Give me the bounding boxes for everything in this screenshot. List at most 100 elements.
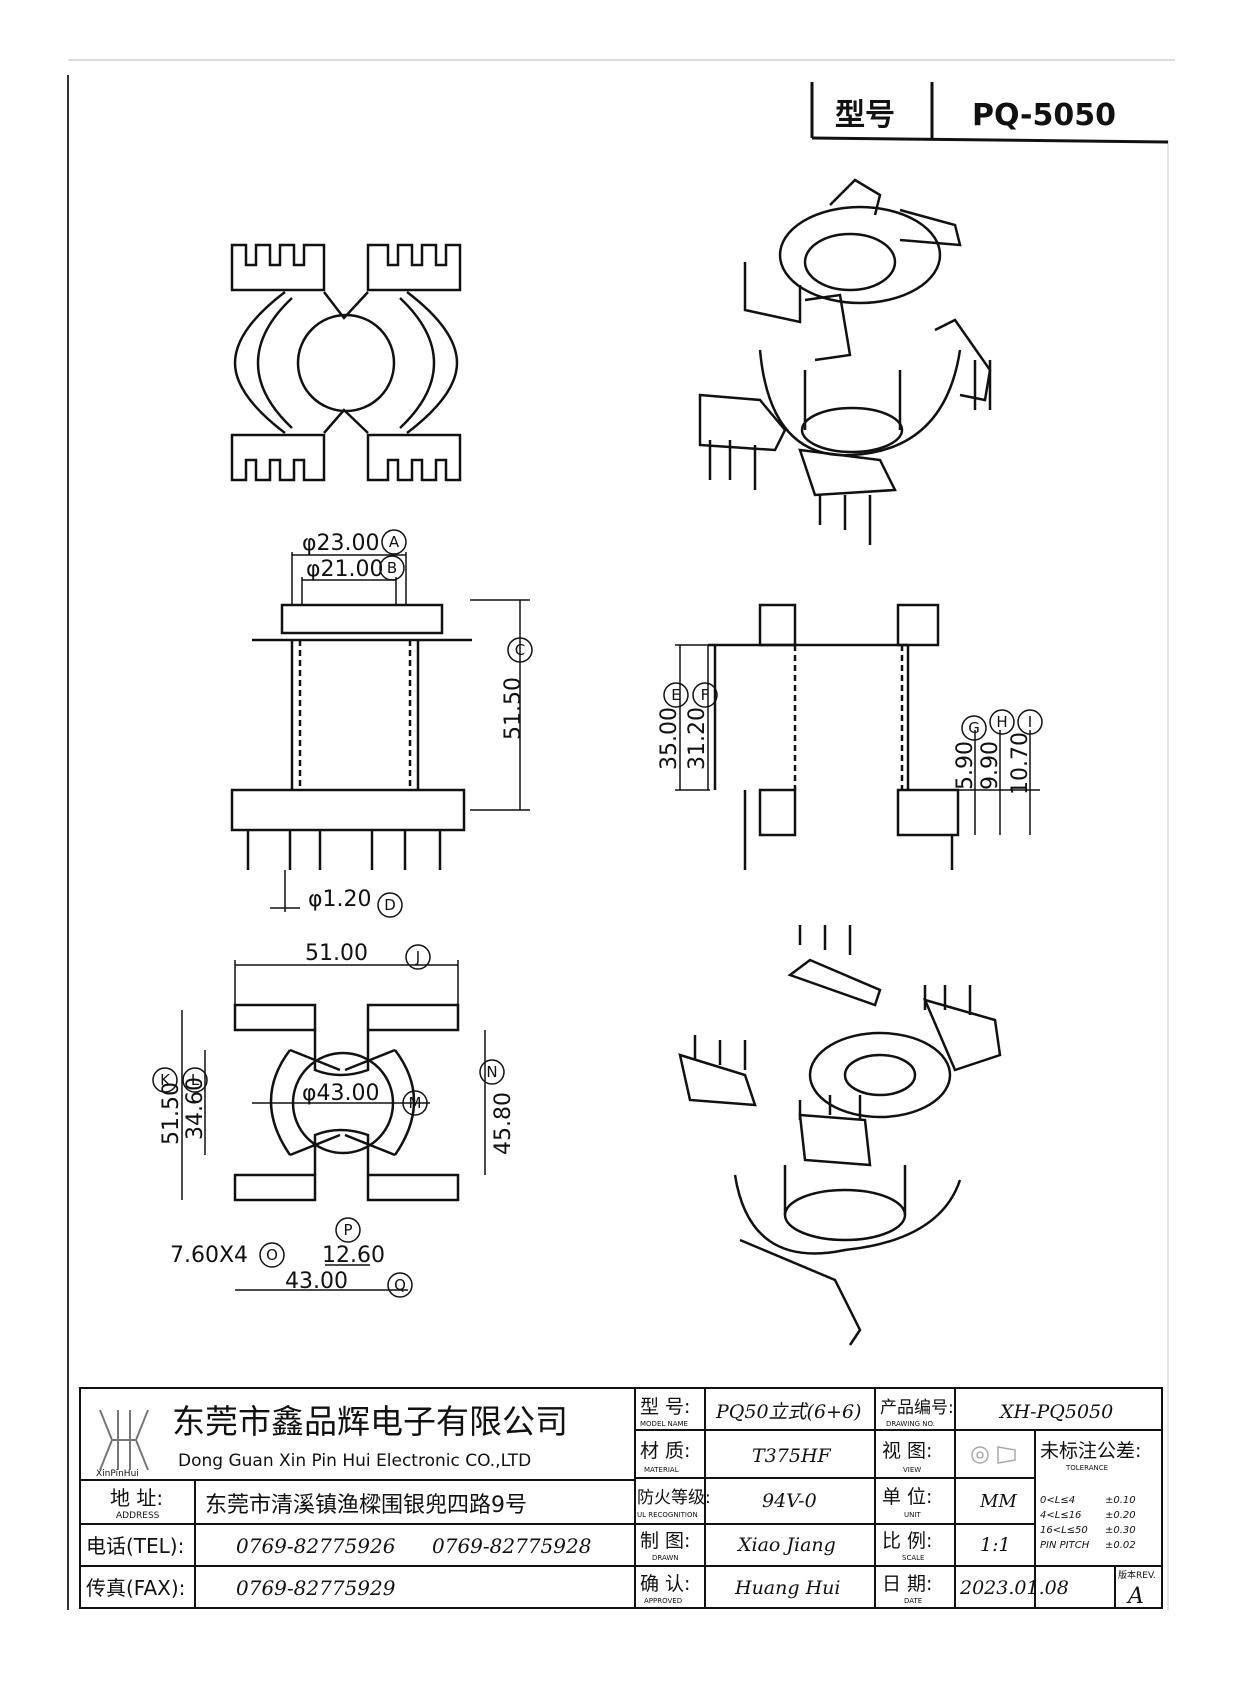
approved-label-en: APPROVED xyxy=(644,1597,682,1605)
drawn-label: 制 图: xyxy=(640,1530,690,1552)
dim-p: 12.60 xyxy=(322,1243,385,1268)
svg-text:J: J xyxy=(415,948,420,966)
tol-value-0: ±0.10 xyxy=(1105,1495,1136,1506)
svg-text:A: A xyxy=(389,533,400,551)
svg-text:D: D xyxy=(384,896,396,914)
marker-c xyxy=(507,637,533,663)
bottom-view xyxy=(181,960,486,1291)
marker-k xyxy=(152,1067,178,1093)
dim-pin-dia: φ1.20 xyxy=(308,887,372,912)
logo-text: XinPinHui xyxy=(96,1469,139,1479)
svg-text:B: B xyxy=(387,559,397,577)
tol-range-0: 0<L≤4 xyxy=(1040,1495,1075,1506)
date-label-en: DATE xyxy=(904,1597,922,1605)
dim-i: 10.70 xyxy=(1008,732,1033,795)
flame-value: 94V-0 xyxy=(762,1490,817,1512)
view-label-en: VIEW xyxy=(903,1466,921,1474)
dim-g: 5.90 xyxy=(953,741,978,790)
dim-m: φ43.00 xyxy=(302,1081,380,1106)
svg-text:K: K xyxy=(160,1071,171,1089)
company-name-en: Dong Guan Xin Pin Hui Electronic CO.,LTD xyxy=(178,1451,531,1471)
front-view xyxy=(230,552,530,912)
svg-text:E: E xyxy=(671,686,680,704)
svg-text:Q: Q xyxy=(394,1276,406,1294)
unit-label-en: UNIT xyxy=(904,1511,921,1519)
company-name-cn: 东莞市鑫品辉电子有限公司 xyxy=(172,1402,568,1441)
svg-text:N: N xyxy=(486,1063,497,1081)
marker-m xyxy=(402,1090,428,1116)
svg-text:I: I xyxy=(1028,713,1032,731)
drawn-label-en: DRAWN xyxy=(652,1554,679,1562)
tel-2: 0769-82775928 xyxy=(432,1534,591,1558)
marker-i xyxy=(1017,709,1043,735)
scale-value: 1:1 xyxy=(980,1534,1011,1556)
material-label-en: MATERIAL xyxy=(644,1466,679,1474)
markers xyxy=(152,529,1043,1298)
drawing-no-value: XH-PQ5050 xyxy=(998,1401,1113,1423)
svg-text:M: M xyxy=(409,1094,422,1112)
tel-1: 0769-82775926 xyxy=(236,1534,396,1558)
projection-symbol-icon xyxy=(971,1446,1016,1464)
marker-g xyxy=(961,715,987,741)
marker-l xyxy=(182,1067,208,1093)
model-name-label: 型 号: xyxy=(640,1396,690,1418)
material-label: 材 质: xyxy=(640,1440,690,1462)
view-label: 视 图: xyxy=(882,1440,932,1462)
marker-d xyxy=(377,892,403,918)
date-value: 2023.01.08 xyxy=(959,1577,1069,1599)
tel-label: 电话(TEL): xyxy=(86,1534,184,1558)
dim-h: 9.90 xyxy=(978,741,1003,790)
rev-value: A xyxy=(1126,1584,1144,1609)
tol-range-3: PIN PITCH xyxy=(1040,1540,1090,1551)
marker-letters: A B C D E F G H I J K L M N O P Q xyxy=(160,533,1032,1294)
dim-e: 35.00 xyxy=(657,707,682,770)
rev-label: 版本REV. xyxy=(1118,1569,1156,1581)
tol-value-2: ±0.30 xyxy=(1105,1525,1136,1536)
flame-label-en: UL RECOGNITION xyxy=(637,1511,698,1519)
svg-text:H: H xyxy=(996,713,1007,731)
svg-text:C: C xyxy=(515,641,525,659)
approved-value: Huang Hui xyxy=(734,1577,840,1599)
marker-f xyxy=(692,682,718,708)
marker-p xyxy=(335,1217,361,1243)
approved-label: 确 认: xyxy=(640,1573,690,1595)
dim-j: 51.00 xyxy=(305,941,368,966)
dim-b: φ21.00 xyxy=(306,557,384,582)
isometric-view-bottom xyxy=(678,925,1002,1346)
marker-n xyxy=(479,1059,505,1085)
tolerance-table: 0<L≤4 ±0.10 4<L≤16 ±0.20 16<L≤50 ±0.30 P… xyxy=(1040,1495,1136,1551)
tolerance-label-en: TOLERANCE xyxy=(1065,1464,1108,1472)
svg-text:P: P xyxy=(343,1221,352,1239)
marker-a xyxy=(381,529,407,555)
unit-value: MM xyxy=(979,1491,1017,1512)
tol-value-1: ±0.20 xyxy=(1105,1510,1136,1521)
dim-o: 7.60X4 xyxy=(170,1243,248,1268)
svg-text:F: F xyxy=(701,686,710,704)
address-label-en: ADDRESS xyxy=(116,1511,160,1521)
svg-text:G: G xyxy=(968,719,980,737)
fax-value: 0769-82775929 xyxy=(236,1576,396,1600)
svg-text:O: O xyxy=(266,1246,278,1264)
header-model-box: 型号 PQ-5050 xyxy=(810,82,1169,144)
side-view xyxy=(675,603,1040,870)
date-label: 日 期: xyxy=(882,1573,932,1595)
drawing-no-label: 产品编号: xyxy=(880,1398,954,1418)
address-value: 东莞市清溪镇渔樑围银兜四路9号 xyxy=(205,1493,527,1518)
svg-text:L: L xyxy=(191,1071,200,1089)
material-value: T375HF xyxy=(752,1445,832,1467)
dim-a: φ23.00 xyxy=(302,531,380,556)
title-block: XinPinHui 东莞市鑫品辉电子有限公司 Dong Guan Xin Pin… xyxy=(79,1387,1163,1609)
dim-f: 31.20 xyxy=(685,707,710,770)
tol-range-1: 4<L≤16 xyxy=(1040,1510,1081,1521)
model-name-value: PQ50立式(6+6) xyxy=(715,1401,861,1423)
header-model-label: 型号 xyxy=(835,98,895,133)
tolerance-label: 未标注公差: xyxy=(1040,1440,1141,1462)
header-model-value: PQ-5050 xyxy=(972,98,1116,133)
dim-n: 45.80 xyxy=(491,1092,516,1155)
marker-e xyxy=(663,682,689,708)
dim-c: 51.50 xyxy=(501,677,526,740)
address-label: 地 址: xyxy=(110,1486,163,1510)
isometric-view-top xyxy=(698,178,992,545)
marker-o xyxy=(259,1242,285,1268)
